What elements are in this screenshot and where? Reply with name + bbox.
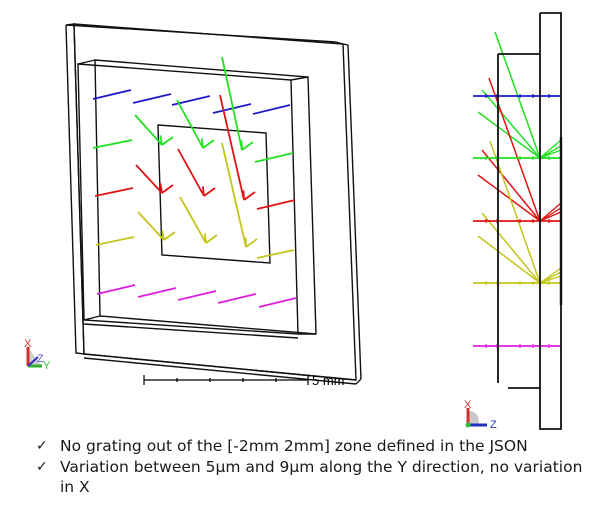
ray — [494, 31, 541, 159]
finding-item: ✓ Variation between 5µm and 9µm along th… — [36, 457, 596, 497]
grating-vector — [179, 196, 207, 244]
side-view-profile — [497, 12, 563, 430]
grating-vector — [177, 148, 205, 197]
diffracted-ray — [539, 202, 562, 222]
vector-head — [163, 231, 176, 241]
grating-vector — [134, 114, 163, 146]
axis-label-z: Z — [37, 353, 44, 365]
grating-line — [254, 152, 294, 163]
vector-head — [203, 187, 216, 197]
checkmark-icon: ✓ — [36, 459, 48, 475]
grating-line — [95, 236, 135, 246]
vector-head — [202, 139, 215, 149]
vector-head — [159, 183, 163, 194]
side-view-horizontals — [473, 94, 561, 348]
grating-vector — [135, 164, 163, 194]
grating-vector — [221, 142, 247, 248]
grating-line — [256, 249, 295, 259]
vector-head — [241, 141, 254, 151]
grating-line — [92, 89, 132, 100]
diffracted-ray — [539, 149, 562, 159]
ray — [481, 89, 541, 159]
vector-head — [244, 237, 247, 248]
grating-vector — [137, 211, 165, 241]
diffracted-ray — [539, 275, 562, 284]
side-view-rays — [477, 31, 562, 284]
vector-head — [159, 135, 163, 146]
findings-list: ✓ No grating out of the [-2mm 2mm] zone … — [36, 436, 596, 498]
finding-text: Variation between 5µm and 9µm along the … — [60, 458, 583, 496]
grating-visualization: 5 mm X Z Y X Z — [24, 12, 563, 430]
grating-line — [212, 103, 252, 114]
diffracted-ray — [539, 139, 562, 159]
scale-bar-label: 5 mm — [312, 373, 345, 388]
perspective-view — [65, 23, 362, 385]
vector-head — [203, 233, 207, 244]
axis-triad-right: X Z — [464, 399, 497, 430]
vector-head — [201, 186, 205, 197]
ray — [481, 212, 541, 284]
axis-label-x: X — [24, 338, 32, 350]
vector-head — [161, 184, 174, 194]
grating-line — [258, 297, 297, 308]
grating-line — [137, 287, 177, 298]
inner-frame-outer — [77, 63, 299, 335]
grating-vector — [176, 99, 204, 149]
finding-text: No grating out of the [-2mm 2mm] zone de… — [60, 437, 528, 455]
axis-label-y: Y — [43, 360, 51, 372]
finding-item: ✓ No grating out of the [-2mm 2mm] zone … — [36, 436, 596, 456]
grating-zone-square — [157, 124, 271, 264]
ray — [477, 174, 541, 222]
vector-head — [243, 191, 256, 201]
grating-vector — [221, 56, 243, 151]
grating-line — [92, 139, 133, 149]
axis-label-z-right: Z — [490, 419, 497, 430]
grating-line — [132, 93, 172, 104]
diffracted-ray — [539, 211, 562, 222]
grating-line — [217, 293, 257, 304]
axis-label-x-right: X — [464, 399, 472, 411]
grating-vector — [219, 94, 245, 201]
vector-head — [200, 138, 204, 149]
ray — [477, 235, 541, 284]
grating-line — [252, 104, 291, 115]
grating-lines — [92, 89, 297, 308]
grating-line — [96, 284, 136, 295]
axis-triad-left: X Z Y — [24, 338, 51, 372]
vector-head — [245, 238, 258, 248]
grating-vectors — [134, 56, 258, 248]
grating-line — [256, 199, 296, 210]
vector-head — [240, 140, 243, 151]
grating-line — [177, 290, 217, 301]
grating-line — [94, 187, 134, 197]
vector-head — [242, 190, 245, 201]
vector-head — [161, 230, 165, 241]
scale-bar — [143, 375, 309, 385]
vector-head — [205, 234, 218, 244]
checkmark-icon: ✓ — [36, 438, 48, 454]
vector-head — [161, 136, 174, 146]
ray — [481, 149, 541, 222]
